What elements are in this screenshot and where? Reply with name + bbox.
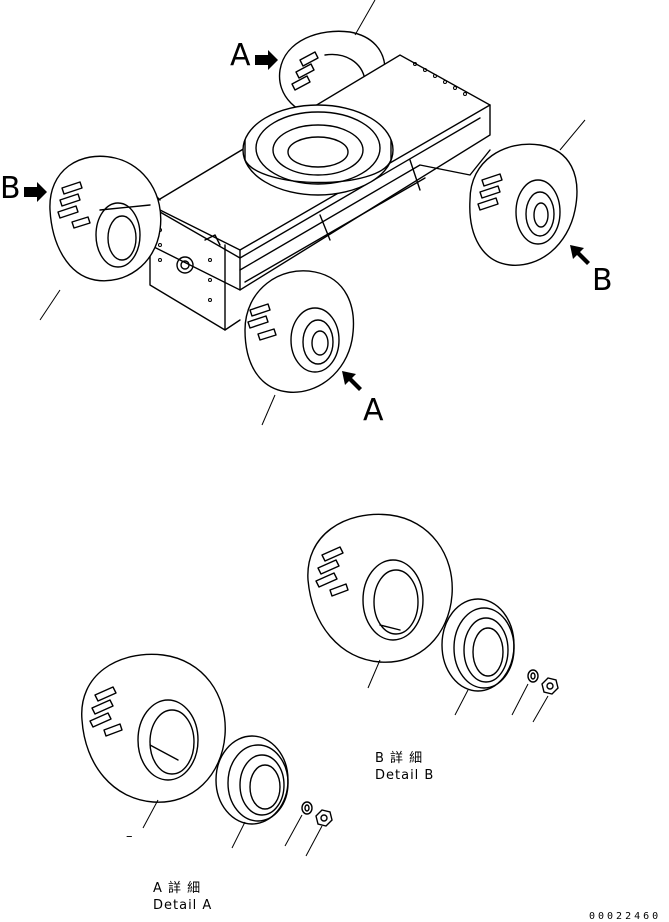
drawing-code: 00022460	[589, 911, 661, 922]
leader-line	[354, 0, 376, 36]
tire-front-right	[244, 270, 355, 393]
detail-a-washer	[301, 801, 313, 815]
detail-a-title-en: Detail A	[153, 898, 212, 913]
arrow-a-upper	[255, 50, 278, 70]
arrow-a-lower	[342, 371, 362, 391]
tire-front-left	[49, 155, 162, 282]
leader-line	[261, 394, 276, 426]
detail-a-exploded	[81, 653, 333, 857]
detail-a-tire	[81, 653, 226, 803]
detail-a-nut	[315, 809, 333, 827]
view-label-b-right: B	[592, 263, 613, 298]
arrow-b-left	[24, 182, 47, 202]
arrow-b-right	[570, 245, 590, 265]
leader-line	[305, 825, 323, 857]
view-label-a-lower: A	[363, 393, 384, 428]
swing-bearing	[242, 104, 394, 196]
leader-line	[284, 814, 303, 847]
leader-line	[454, 689, 469, 716]
view-label-a-upper: A	[230, 38, 251, 73]
leader-line	[231, 821, 246, 849]
leader-line	[142, 799, 159, 829]
detail-a-title-jp: A 詳 細	[153, 880, 201, 896]
dash-mark: –	[126, 829, 134, 844]
detail-b-title-jp: B 詳 細	[375, 750, 423, 766]
detail-b-title-en: Detail B	[375, 768, 434, 783]
leader-line	[39, 289, 61, 321]
leader-line	[532, 695, 549, 723]
detail-b-washer	[527, 669, 539, 683]
detail-a-rim	[215, 735, 289, 825]
view-label-b-left: B	[0, 171, 21, 206]
detail-b-rim	[441, 598, 515, 692]
leader-line	[559, 119, 586, 151]
detail-b-nut	[541, 677, 559, 695]
detail-b-tire	[307, 513, 453, 663]
detail-b-exploded	[307, 513, 559, 723]
tire-rear-right	[469, 143, 578, 266]
leader-line	[367, 659, 381, 689]
chassis-assembly	[39, 0, 586, 426]
leader-line	[511, 683, 529, 716]
